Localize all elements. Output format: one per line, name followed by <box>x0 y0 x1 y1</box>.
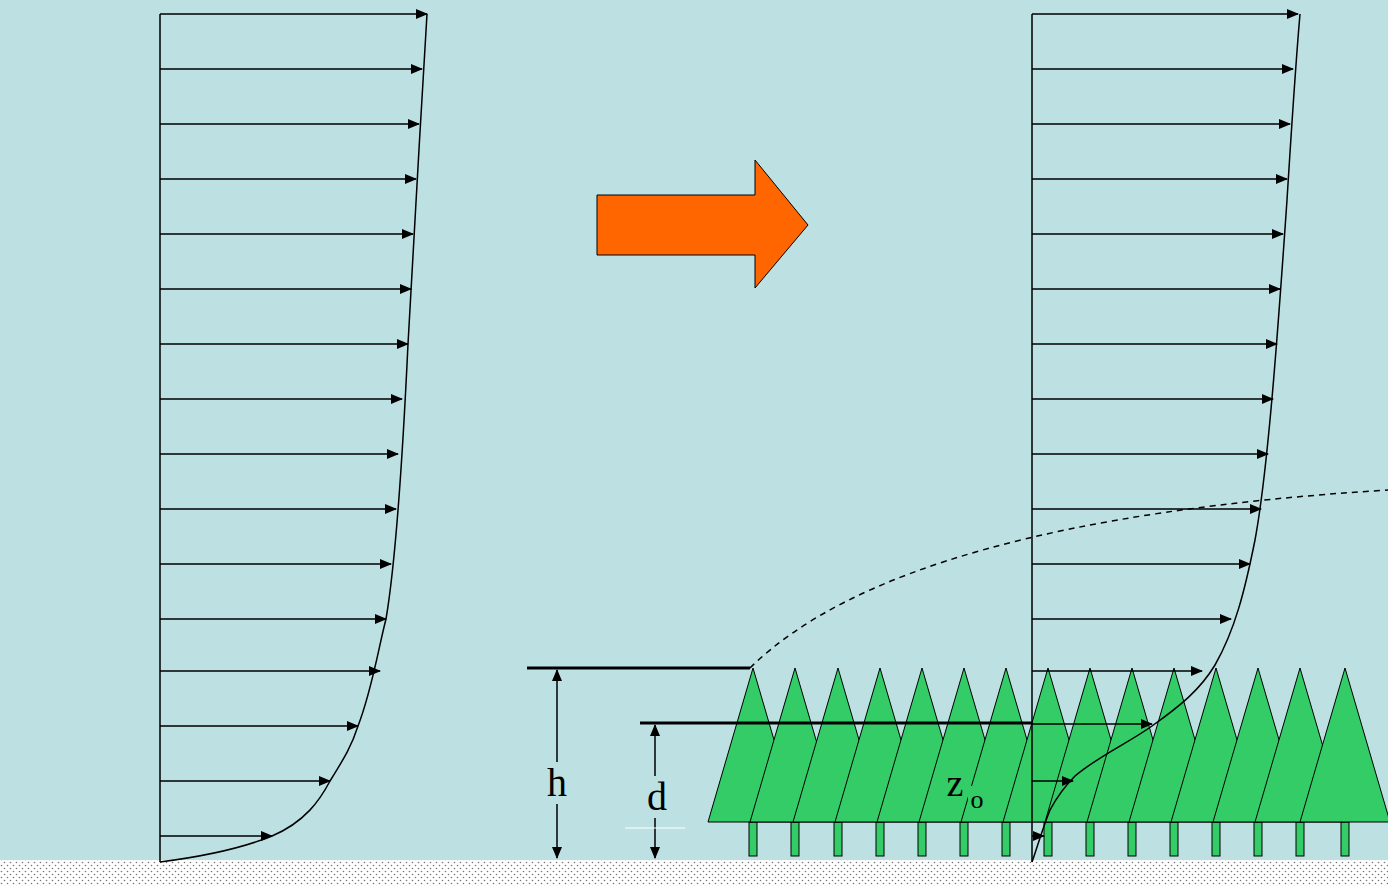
roughness-label: z <box>944 763 967 803</box>
internal-boundary <box>750 490 1388 668</box>
dimension-lines <box>527 668 1032 858</box>
open-profile <box>160 14 427 836</box>
canopy-profile <box>1032 14 1298 836</box>
displacement-label: d <box>644 776 670 818</box>
height-label: h <box>544 762 570 804</box>
profile-axis <box>1031 14 1033 862</box>
flow-arrow <box>597 160 808 288</box>
ground <box>0 860 1388 886</box>
profile-curve <box>160 14 427 862</box>
forest-canopy <box>708 668 1388 856</box>
roughness-subscript: o <box>968 786 987 814</box>
profile-axis <box>159 14 161 862</box>
profile-curve <box>1032 14 1300 862</box>
